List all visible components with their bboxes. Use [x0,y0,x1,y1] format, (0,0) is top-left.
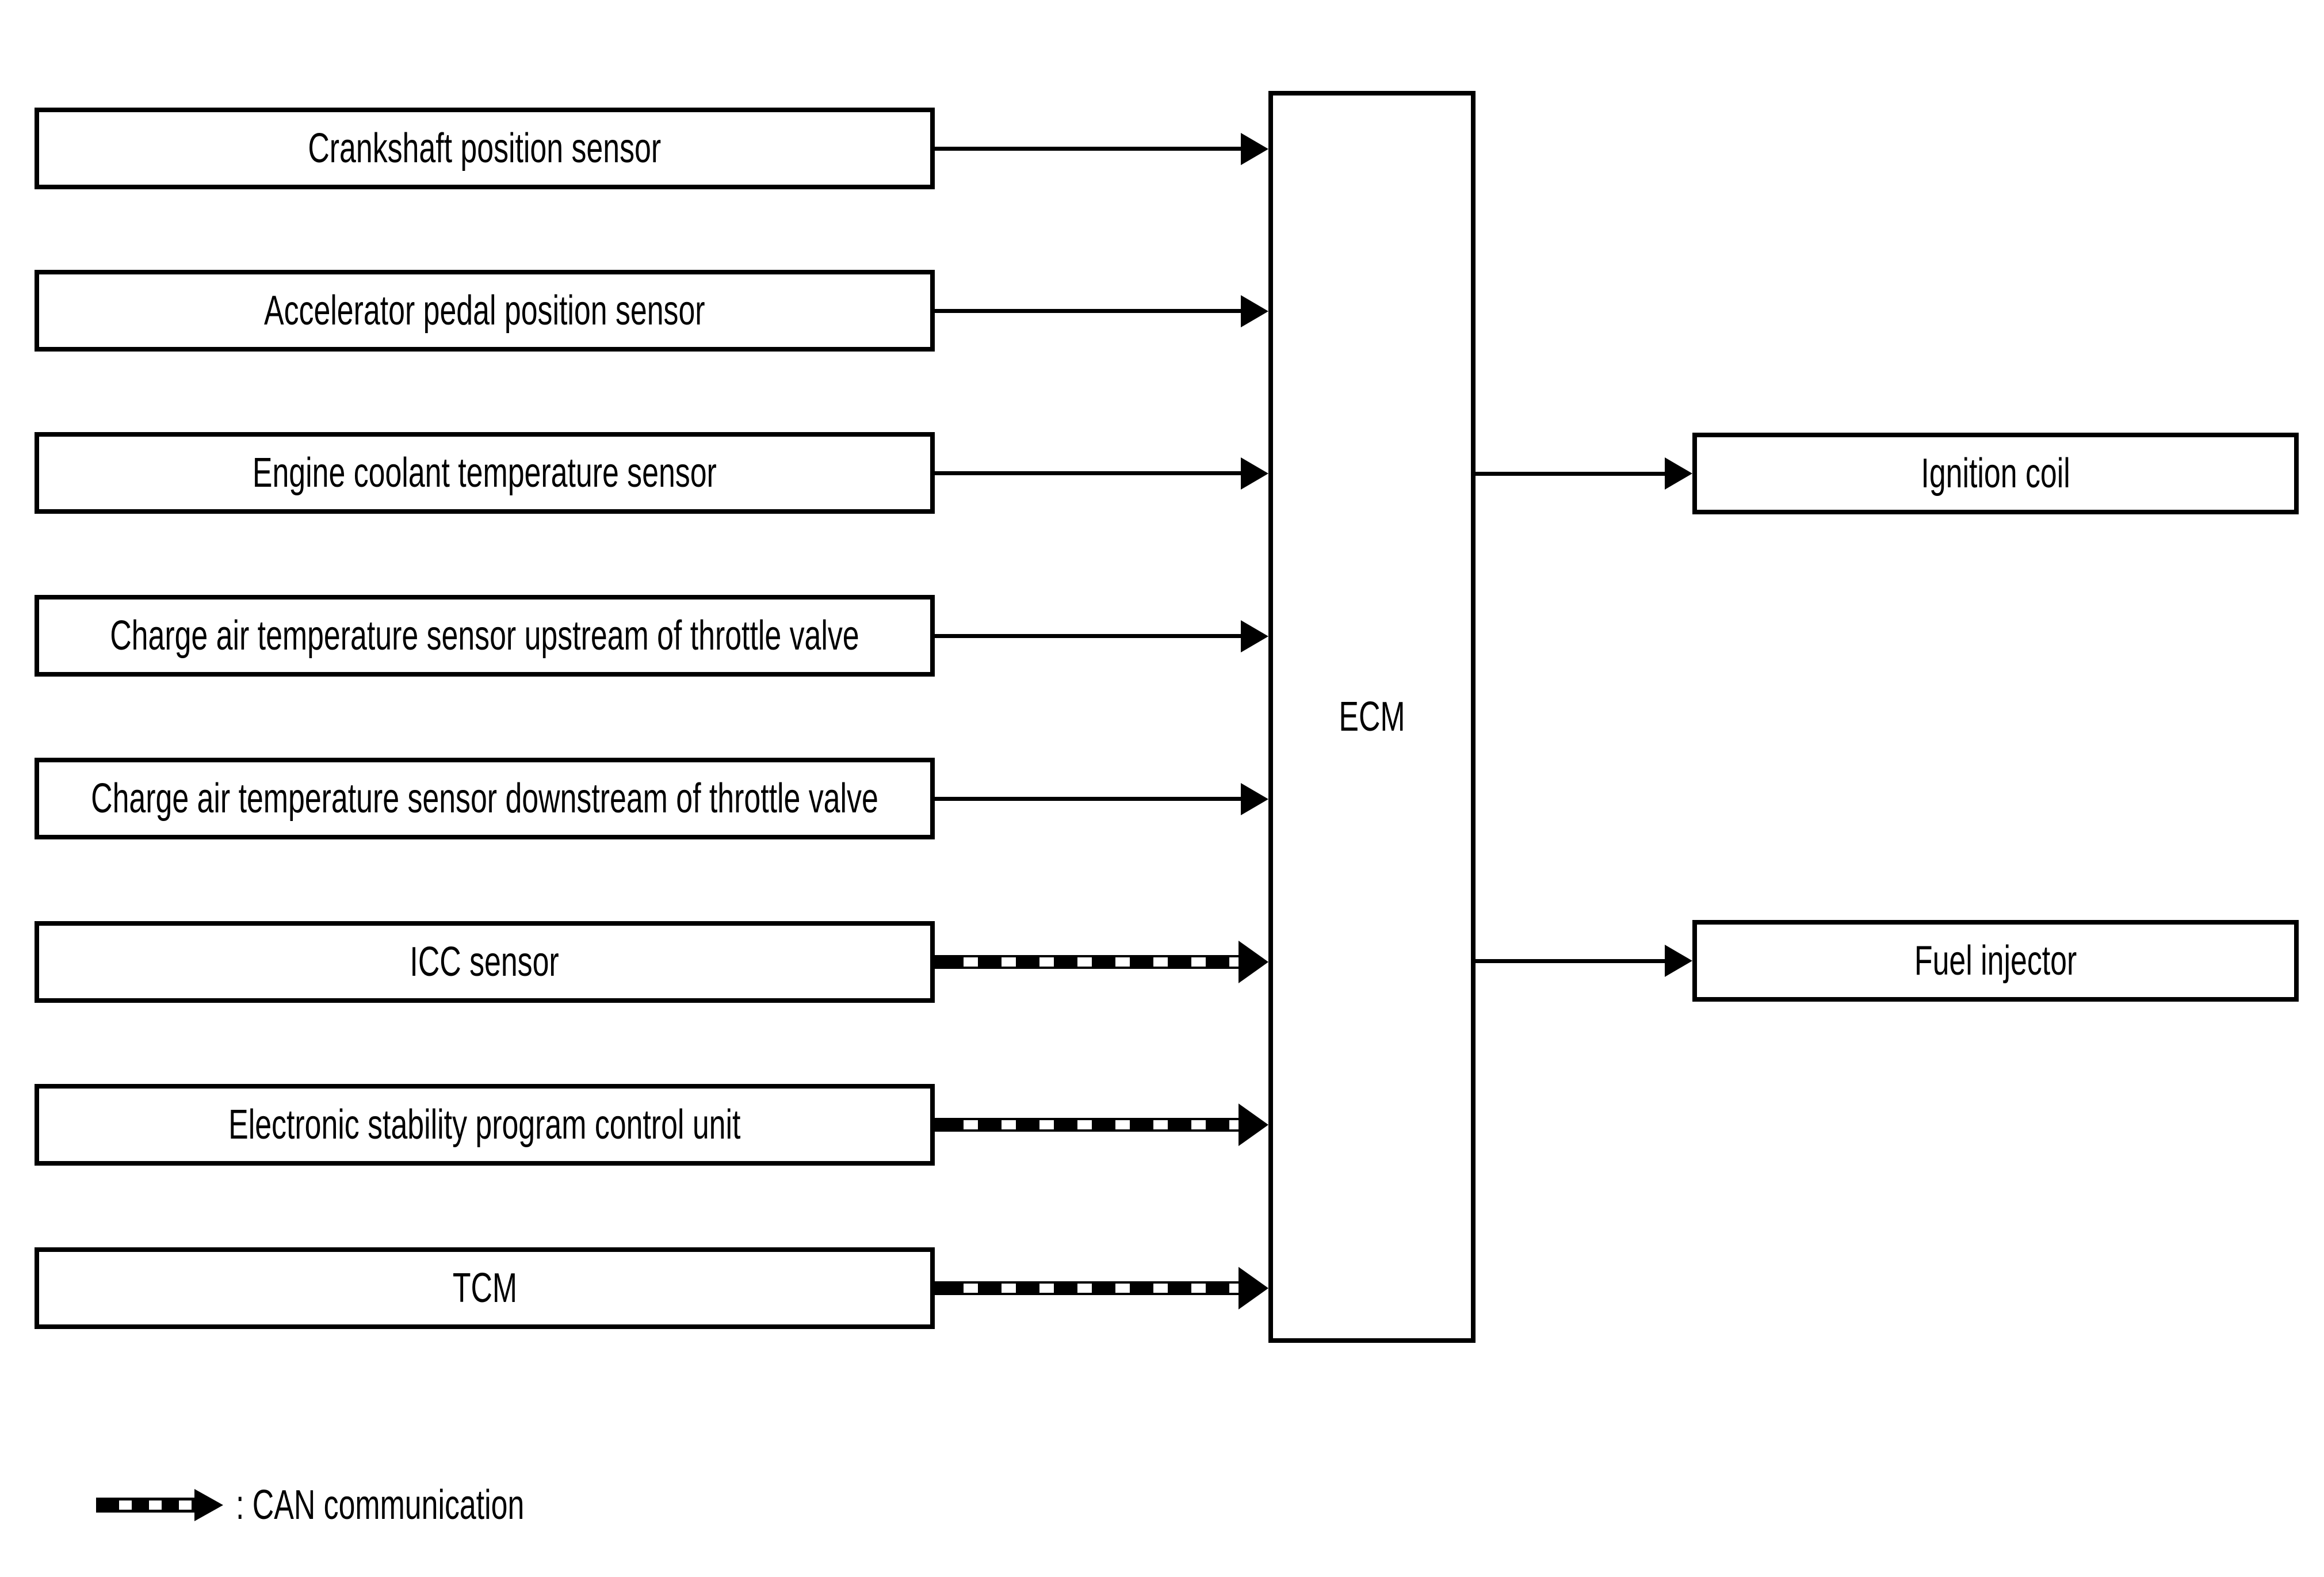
input-label: Engine coolant temperature sensor [253,450,717,496]
arrow-line [933,471,1241,475]
output-label: Ignition coil [1921,450,2070,497]
input-box-tcm: TCM [35,1247,935,1329]
output-label: Fuel injector [1914,938,2077,984]
arrow-head-icon [1241,295,1268,327]
arrow-line [933,797,1241,801]
ecm-label: ECM [1339,694,1405,740]
legend-can-arrow-head-icon [194,1489,223,1521]
input-box-charge-air-temp-sensor-upstream: Charge air temperature sensor upstream o… [35,595,935,677]
arrow-head-icon [1241,620,1268,652]
input-label: ICC sensor [410,939,560,985]
input-box-electronic-stability-program-control-unit: Electronic stability program control uni… [35,1084,935,1166]
can-arrow-head-icon [1239,1103,1268,1146]
arrow-head-icon [1241,783,1268,815]
arrow-head-icon [1665,457,1692,490]
can-arrow-head-icon [1239,1267,1268,1309]
ecm-box: ECM [1268,91,1476,1343]
input-box-icc-sensor: ICC sensor [35,921,935,1003]
input-label: Electronic stability program control uni… [228,1102,741,1148]
input-label: Accelerator pedal position sensor [264,288,705,334]
arrow-line [933,147,1241,151]
arrow-head-icon [1241,133,1268,165]
input-box-crankshaft-position-sensor: Crankshaft position sensor [35,108,935,189]
legend-can-arrow-icon [96,1498,194,1513]
output-box-ignition-coil: Ignition coil [1692,433,2299,514]
arrow-line [1476,472,1665,476]
legend-label: : CAN communication [236,1482,525,1528]
input-label: Crankshaft position sensor [308,125,662,171]
input-label: Charge air temperature sensor upstream o… [110,613,859,659]
input-label: Charge air temperature sensor downstream… [91,776,878,822]
arrow-line [933,309,1241,313]
can-arrow-bar [933,1281,1239,1295]
can-arrow-head-icon [1239,941,1268,983]
arrow-line [1476,959,1665,963]
can-arrow-bar [933,1118,1239,1132]
input-box-accelerator-pedal-position-sensor: Accelerator pedal position sensor [35,270,935,352]
input-label: TCM [452,1265,517,1311]
can-arrow-bar [933,955,1239,969]
arrow-head-icon [1241,457,1268,490]
arrow-head-icon [1665,945,1692,977]
input-box-engine-coolant-temperature-sensor: Engine coolant temperature sensor [35,432,935,514]
arrow-line [933,634,1241,638]
output-box-fuel-injector: Fuel injector [1692,920,2299,1002]
input-box-charge-air-temp-sensor-downstream: Charge air temperature sensor downstream… [35,758,935,839]
